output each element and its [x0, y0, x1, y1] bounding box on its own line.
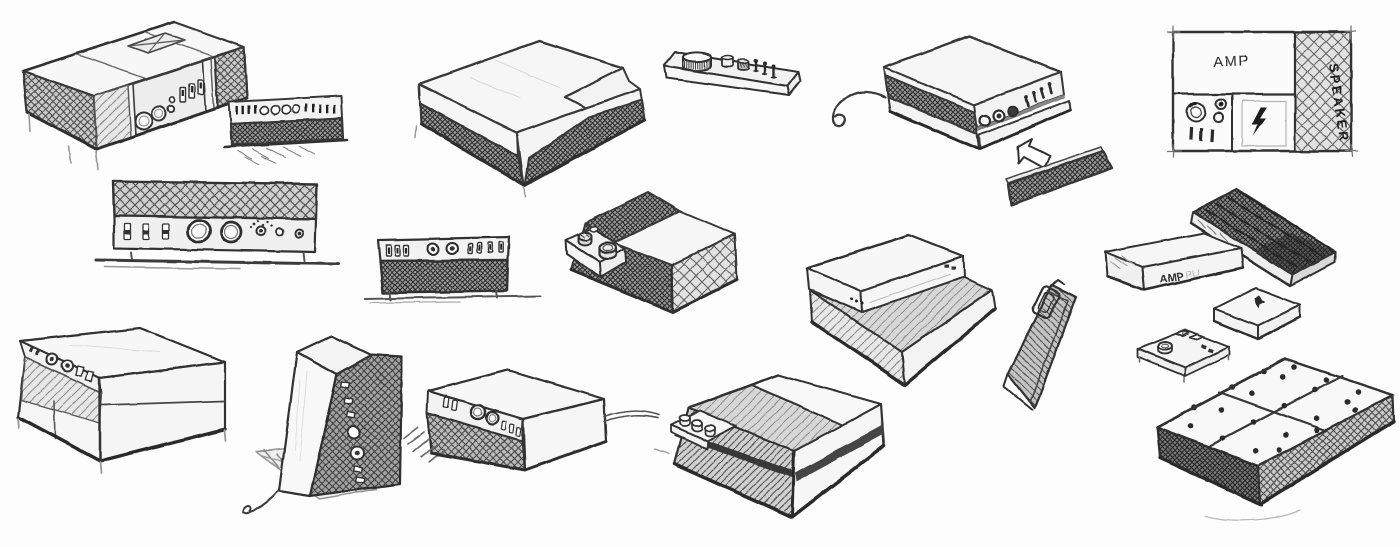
svg-text:AMP: AMP	[1213, 53, 1251, 71]
